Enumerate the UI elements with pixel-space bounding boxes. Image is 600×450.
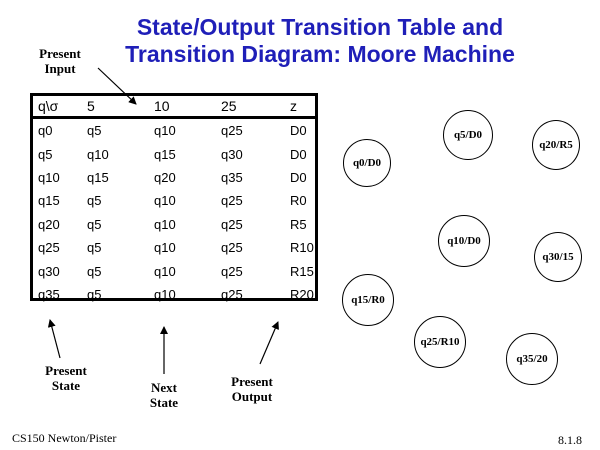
header-input-10: 10 <box>154 98 170 114</box>
table-header-row: q\σ 5 10 25 z <box>33 96 315 118</box>
state-node-q35: q35/20 <box>506 333 558 385</box>
state-node-q30: q30/15 <box>534 232 582 282</box>
state-node-q15: q15/R0 <box>342 274 394 326</box>
present-output-arrow <box>259 321 279 365</box>
footer-page-number: 8.1.8 <box>558 433 582 447</box>
title-line-1: State/Output Transition Table and <box>136 14 504 40</box>
state-node-q10: q10/D0 <box>438 215 490 267</box>
present-output-label: Present Output <box>231 374 273 404</box>
footer-course: CS150 Newton/Pister <box>12 431 117 445</box>
state-node-q25: q25/R10 <box>414 316 466 368</box>
next-state-label: Next State <box>149 380 179 410</box>
present-input-label: Present Input <box>39 46 81 76</box>
present-input-arrow <box>97 67 137 105</box>
header-output: z <box>290 98 297 114</box>
slide-title: State/Output Transition Table and Transi… <box>95 14 545 68</box>
state-node-q0: q0/D0 <box>343 139 391 187</box>
header-state: q\σ <box>38 98 59 114</box>
state-node-q20: q20/R5 <box>532 120 580 170</box>
state-node-q5: q5/D0 <box>443 110 493 160</box>
title-line-2: Transition Diagram: Moore Machine <box>125 41 515 67</box>
present-state-label: Present State <box>45 363 87 393</box>
present-state-arrow <box>47 319 61 359</box>
header-input-25: 25 <box>221 98 237 114</box>
header-input-5: 5 <box>87 98 95 114</box>
